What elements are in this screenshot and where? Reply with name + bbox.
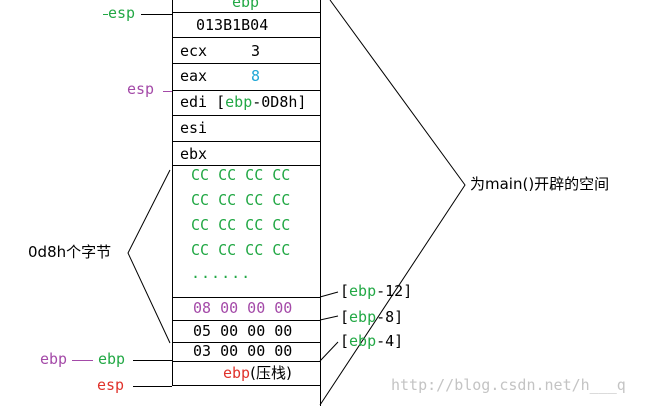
ebp-right-label: ebp bbox=[98, 350, 126, 368]
edi-cell: edi [ebp-0D8h] bbox=[180, 93, 307, 111]
eax-value: 8 bbox=[251, 67, 261, 85]
return-address: 013B1B04 bbox=[196, 16, 269, 34]
stack-top-partial: ebp bbox=[232, 0, 260, 11]
cc-row: CC CC CC CC bbox=[191, 216, 291, 234]
ref-ebp-12: [ebp-12] bbox=[340, 282, 413, 300]
ref-ebp8-line bbox=[319, 315, 339, 321]
saved-ebp-cell: ebp(压栈) bbox=[223, 364, 292, 382]
row-ebp-4: 03 00 00 00 bbox=[193, 342, 293, 360]
ecx-value: 3 bbox=[251, 42, 261, 60]
esi-label: esi bbox=[180, 119, 208, 137]
esp-mid-label: esp bbox=[127, 80, 155, 98]
ellipsis: ...... bbox=[191, 264, 252, 282]
size-note: 0d8h个字节 bbox=[28, 243, 112, 261]
cc-row: CC CC CC CC bbox=[191, 241, 291, 259]
esp-top-label: esp bbox=[108, 4, 136, 22]
ref-ebp12-line bbox=[319, 291, 339, 298]
ref-ebp-8: [ebp-8] bbox=[340, 308, 404, 326]
main-space-brace bbox=[319, 0, 466, 406]
ebx-label: ebx bbox=[180, 145, 208, 163]
watermark: http://blog.csdn.net/h___q bbox=[391, 376, 626, 394]
eax-label: eax bbox=[180, 67, 208, 85]
cc-row: CC CC CC CC bbox=[191, 166, 291, 184]
main-space-label: 为main()开辟的空间 bbox=[470, 175, 610, 193]
cc-row: CC CC CC CC bbox=[191, 191, 291, 209]
ecx-label: ecx bbox=[180, 42, 208, 60]
row-ebp-8: 05 00 00 00 bbox=[193, 322, 293, 340]
ref-ebp-4: [ebp-4] bbox=[340, 332, 404, 350]
size-brace bbox=[127, 169, 171, 344]
ref-ebp4-line bbox=[319, 341, 339, 362]
esp-bottom-label: esp bbox=[97, 376, 125, 394]
ebp-left-label: ebp bbox=[40, 350, 68, 368]
row-ebp-12: 08 00 00 00 bbox=[193, 299, 293, 317]
